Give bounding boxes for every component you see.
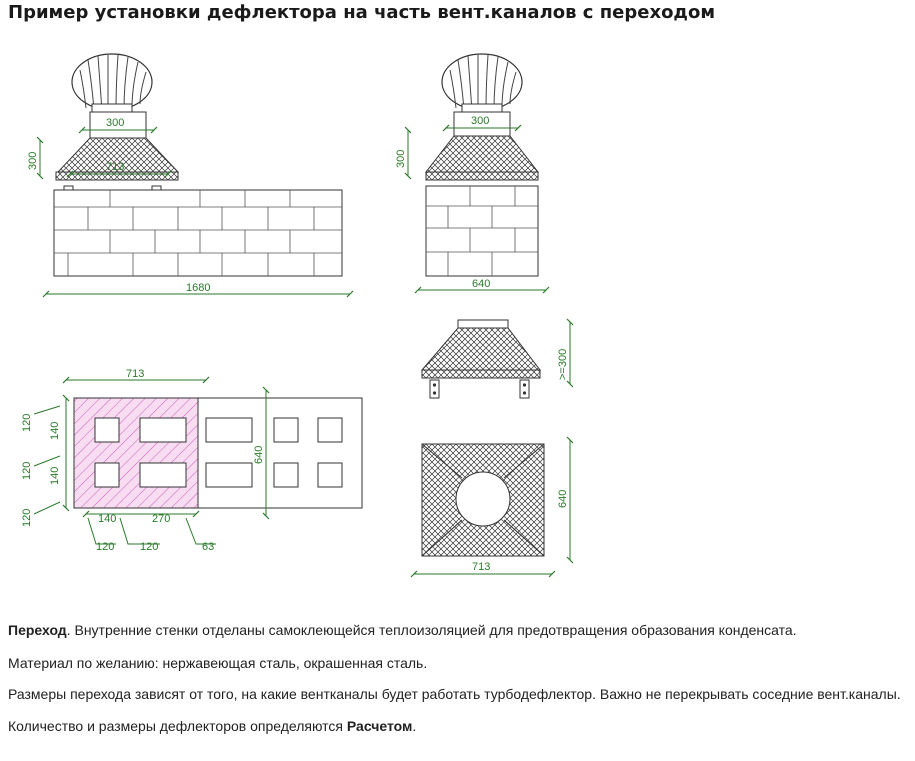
page-title: Пример установки дефлектора на часть вен… xyxy=(8,2,716,23)
plan-width: 713 xyxy=(126,368,144,380)
turbine-icon xyxy=(71,53,153,113)
front-top-width: 300 xyxy=(106,117,124,129)
side-base-width: 640 xyxy=(472,278,490,290)
paragraph-text: Количество и размеры дефлекторов определ… xyxy=(8,718,347,734)
front-view: 300 300 713 1680 xyxy=(27,53,354,298)
turbine-icon xyxy=(441,53,523,113)
plan-depth: 640 xyxy=(253,446,265,464)
technical-drawing: 300 300 713 1680 300 300 640 xyxy=(21,53,574,578)
plan-bottom-1: 140 xyxy=(98,513,116,525)
plan-bottom-2: 270 xyxy=(152,513,170,525)
paragraph-bold: Переход xyxy=(8,622,67,638)
front-height: 300 xyxy=(27,152,39,170)
plan-row-1: 120 xyxy=(21,414,33,432)
bottom-width: 713 xyxy=(472,561,490,573)
front-total-width: 1680 xyxy=(186,282,210,294)
paragraph-count: Количество и размеры дефлекторов определ… xyxy=(8,717,416,735)
transition-height: >=300 xyxy=(557,349,569,380)
side-view: 300 300 640 xyxy=(395,53,550,294)
bottom-depth: 640 xyxy=(557,490,569,508)
plan-row-2: 140 xyxy=(49,422,61,440)
plan-row-3: 120 xyxy=(21,462,33,480)
transition-view: >=300 xyxy=(420,318,574,399)
bottom-view: 640 713 xyxy=(410,436,574,578)
plan-view: 713 640 120 140 120 140 120 140 270 120 … xyxy=(21,368,363,553)
plan-row-5: 120 xyxy=(21,509,33,527)
paragraph-transition: Переход. Внутренние стенки отделаны само… xyxy=(8,621,797,639)
paragraph-sizes: Размеры перехода зависят от того, на как… xyxy=(8,685,901,703)
paragraph-material: Материал по желанию: нержавеющая сталь, … xyxy=(8,654,427,672)
front-hood-label: 713 xyxy=(106,161,124,173)
side-height: 300 xyxy=(395,150,407,168)
paragraph-text: . Внутренние стенки отделаны самоклеющей… xyxy=(66,622,797,638)
side-top-width: 300 xyxy=(471,115,489,127)
plan-lower-2: 120 xyxy=(140,541,158,553)
calculation-link[interactable]: Расчетом xyxy=(346,718,413,734)
plan-lower-1: 120 xyxy=(96,541,114,553)
paragraph-end: . xyxy=(412,718,417,734)
plan-lower-3: 63 xyxy=(202,541,214,553)
paragraph-text: Размеры перехода зависят от того, на как… xyxy=(8,686,901,702)
paragraph-text: Материал по желанию: нержавеющая сталь, … xyxy=(8,655,428,671)
plan-row-4: 140 xyxy=(49,467,61,485)
